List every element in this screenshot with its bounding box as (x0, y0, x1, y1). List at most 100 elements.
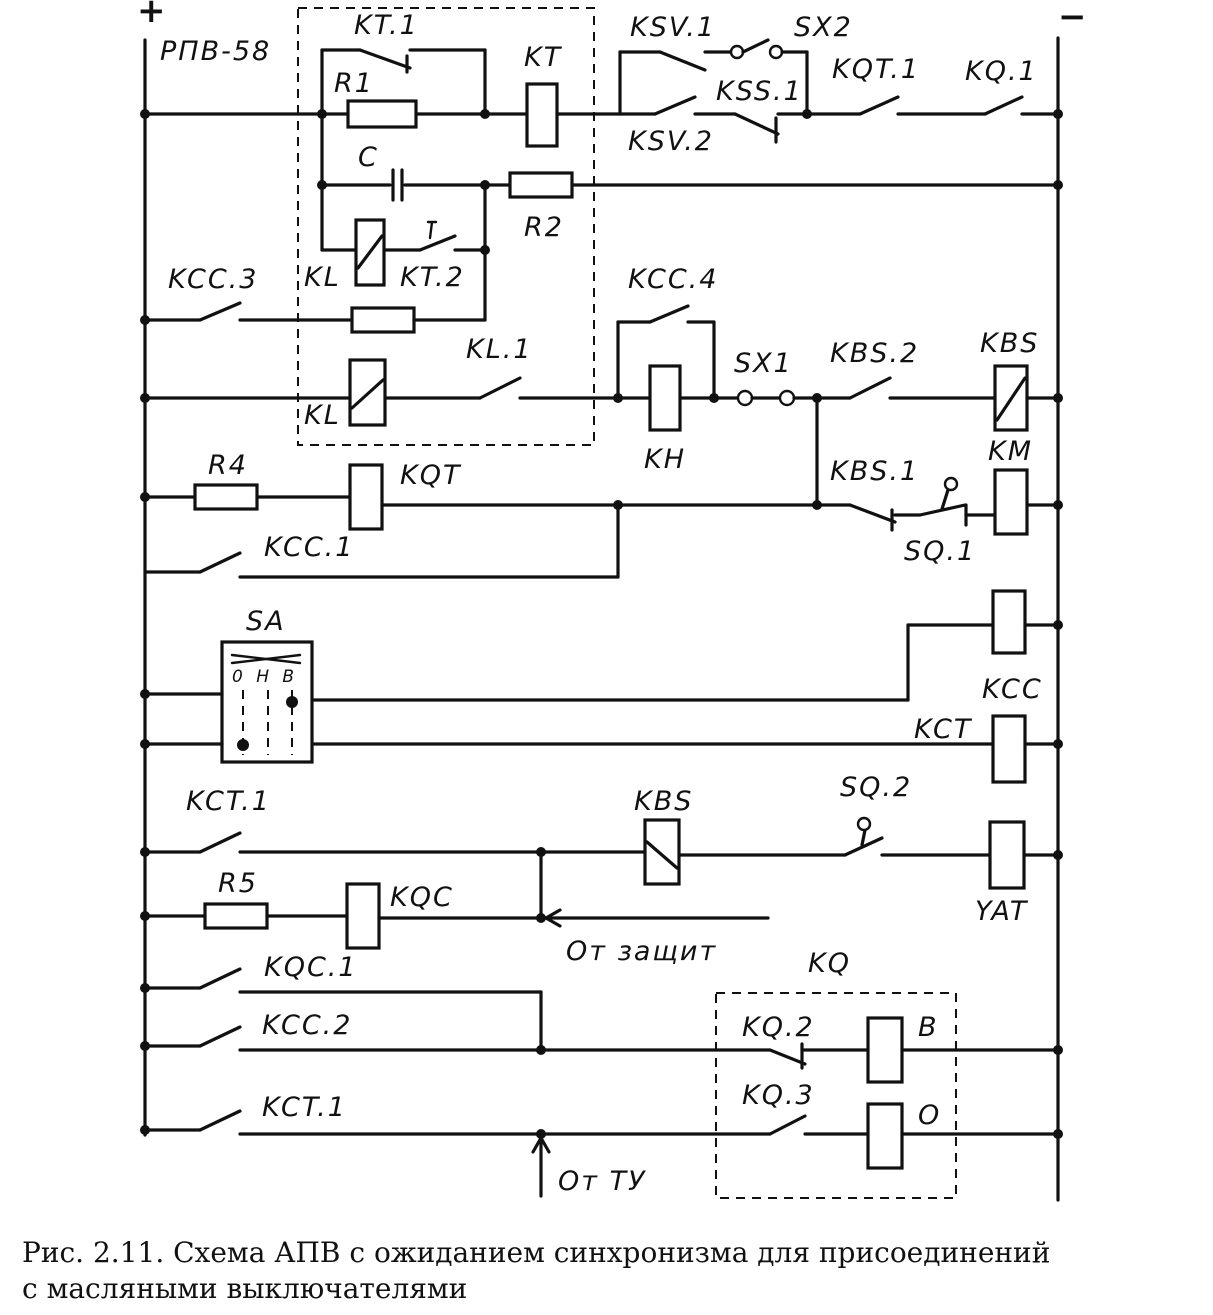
contact-kcc3 (198, 301, 242, 322)
coil-kt (525, 82, 559, 148)
contact-kcc1 (198, 551, 242, 574)
label-kq1: KQ.1 (965, 56, 1038, 87)
label-b: B (918, 1012, 939, 1043)
label-kqt1: KQT.1 (832, 54, 920, 85)
label-kqt: KQT (400, 460, 462, 491)
row-kqt-km (140, 463, 1063, 579)
label-kt1: KT.1 (354, 10, 419, 41)
kq-boundary (715, 992, 957, 1199)
sa-switch (140, 589, 1063, 784)
label-kbs-top: KBS (980, 328, 1039, 359)
label-kss1: KSS.1 (716, 76, 803, 107)
sx1-terminal-right (778, 389, 796, 407)
label-kq3: KQ.3 (742, 1080, 815, 1111)
label-sa: SA (246, 606, 286, 637)
row-kcc3 (140, 301, 487, 334)
contact-kcc2 (198, 1025, 242, 1048)
coil-kl-upper (354, 218, 386, 287)
label-kbs-mid: KBS (634, 786, 693, 817)
label-o: O (918, 1100, 941, 1131)
contact-kl1 (478, 376, 522, 400)
label-kqc: KQC (390, 882, 454, 913)
plus-sign: + (137, 0, 166, 31)
contact-ksv1 (658, 50, 707, 72)
label-ksv1: KSV.1 (630, 12, 716, 43)
contact-kcc4 (648, 304, 690, 324)
label-kcc: KCC (982, 674, 1043, 705)
label-kcc2: KCC.2 (262, 1010, 352, 1041)
contact-kqt1 (858, 95, 900, 116)
label-r5: R5 (218, 868, 258, 899)
sx1-terminal-left (736, 389, 754, 407)
contact-kq3 (768, 1114, 807, 1136)
coil-kh (648, 364, 682, 432)
resistor-r5 (203, 902, 269, 930)
label-c: C (358, 142, 379, 173)
contact-kct1-upper (198, 831, 242, 854)
label-kh: KH (644, 444, 686, 475)
row-kl-kt2 (320, 218, 490, 287)
contact-ksv2 (653, 95, 697, 116)
contact-kbs2 (848, 376, 892, 400)
label-kct1-upper: KCT.1 (186, 786, 271, 817)
contact-kq1 (983, 95, 1024, 116)
coil-kq-b (866, 1016, 904, 1084)
coil-kct (991, 714, 1027, 784)
coil-km (993, 468, 1029, 536)
coil-kl-lower (348, 358, 387, 427)
label-sx2: SX2 (794, 12, 853, 43)
contact-kt2 (418, 234, 457, 252)
label-kqc1: KQC.1 (264, 952, 358, 983)
contact-kq2 (768, 1048, 807, 1066)
coil-kqt (348, 463, 384, 531)
label-kl-upper: KL (304, 262, 341, 293)
coil-kbs-mid (643, 818, 681, 886)
row-kt (140, 38, 1063, 148)
label-sa-positions: 0 H B (232, 667, 298, 687)
label-r2: R2 (524, 212, 564, 243)
minus-sign: − (1058, 0, 1087, 37)
label-kct: KCT (914, 714, 973, 745)
contact-kct1-lower (198, 1109, 242, 1132)
label-kbs2: KBS.2 (830, 338, 919, 369)
label-r4: R4 (208, 450, 248, 481)
row-kqc1 (140, 967, 543, 1052)
row-kqc (140, 882, 770, 950)
caption-line-1: Рис. 2.11. Схема АПВ с ожиданием синхрон… (22, 1236, 1050, 1269)
label-kt: KT (524, 42, 563, 73)
label-km: KM (988, 436, 1033, 467)
label-kct1-lower: KCT.1 (262, 1092, 347, 1123)
coil-kqc (345, 882, 381, 950)
rpv58-label: РПВ-58 (160, 36, 271, 67)
row-capacitor (317, 112, 1063, 322)
label-sx1: SX1 (734, 348, 793, 379)
resistor-r4 (193, 483, 259, 511)
resistor-r1 (346, 99, 418, 129)
label-from-protections: От защит (566, 936, 717, 967)
label-yat: YAT (975, 896, 1029, 927)
contact-sx2 (741, 38, 770, 54)
label-kbs1: KBS.1 (830, 456, 919, 487)
label-kt2: KT.2 (400, 262, 465, 293)
label-sq1: SQ.1 (904, 536, 976, 567)
row-kl1-kbs (140, 304, 1063, 507)
label-sq2: SQ.2 (840, 772, 912, 803)
label-ksv2: KSV.2 (628, 126, 714, 157)
sx2-terminal-right (768, 44, 784, 60)
label-kcc1: KCC.1 (264, 532, 354, 563)
coil-kcc (991, 589, 1027, 655)
row-kcc2-close (140, 1016, 1063, 1084)
label-kq2: KQ.2 (742, 1012, 815, 1043)
rpv58-boundary (297, 7, 595, 446)
contact-kqc1 (198, 967, 242, 990)
label-kl-lower: KL (304, 400, 341, 431)
contact-kbs1 (848, 503, 897, 524)
resistor-r2 (508, 171, 574, 199)
sx2-terminal-left (729, 44, 745, 60)
row-kct1-yat (140, 816, 1063, 920)
label-r1: R1 (334, 68, 374, 99)
row-kct1-trip (140, 1102, 1063, 1198)
contact-sq2 (843, 836, 884, 857)
row-kcc1 (143, 551, 620, 579)
